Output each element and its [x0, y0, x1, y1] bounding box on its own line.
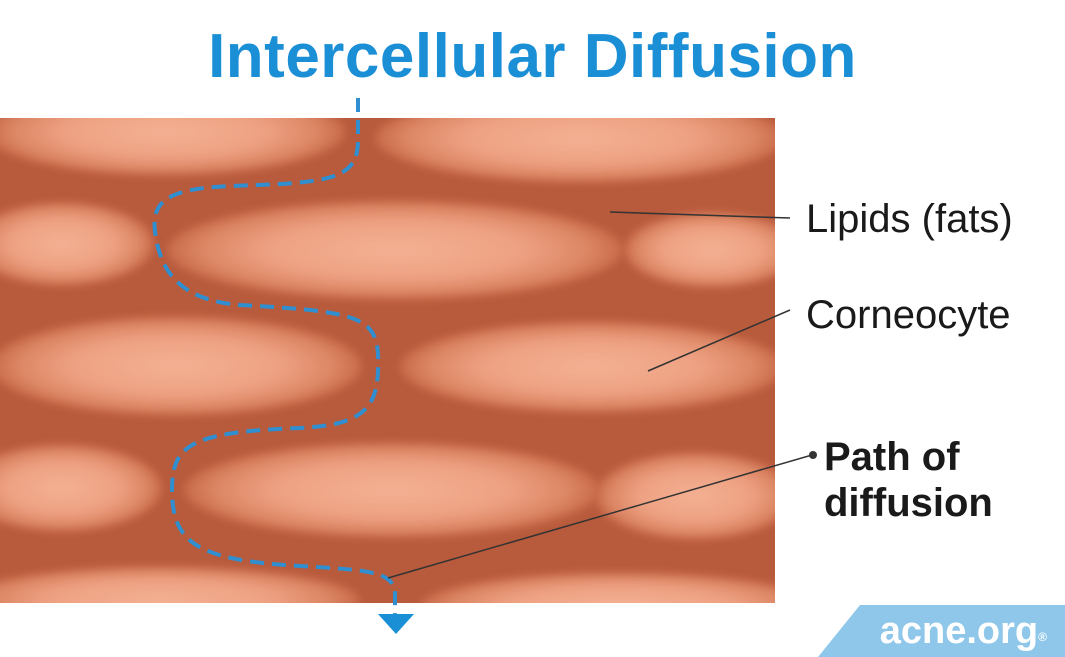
path-leader-dot — [809, 451, 817, 459]
corneocyte — [624, 212, 775, 288]
path-label-line1: Path of — [824, 435, 960, 479]
path-of-diffusion-label: Path of diffusion — [824, 434, 1054, 526]
lipids-leader — [609, 211, 791, 219]
lipids-note-text: (fats) — [921, 197, 1013, 241]
logo: acne.org® — [880, 607, 1047, 655]
corneocyte — [0, 202, 154, 286]
corneocyte — [0, 566, 360, 603]
logo-badge — [818, 605, 1065, 657]
corneocyte — [184, 442, 600, 538]
corneocyte — [0, 316, 362, 416]
page-title: Intercellular Diffusion — [208, 22, 857, 91]
corneocyte — [400, 321, 775, 413]
down-arrow-icon — [378, 614, 414, 634]
logo-text: acne.org — [879, 610, 1039, 652]
corneocyte — [0, 444, 162, 532]
corneocyte-group — [0, 118, 775, 603]
corneocyte — [0, 118, 345, 176]
path-leader — [387, 454, 813, 579]
path-label-line2: diffusion — [824, 481, 993, 525]
registered-mark: ® — [1038, 630, 1047, 644]
lipids-label: Lipids (fats) — [806, 196, 1013, 242]
corneocyte — [595, 452, 775, 540]
corneocyte — [167, 200, 623, 300]
lipids-label-text: Lipids — [806, 197, 911, 241]
corneocyte — [420, 572, 775, 603]
corneocyte — [375, 118, 775, 183]
corneocyte-leader — [647, 309, 791, 372]
diffusion-path — [152, 98, 397, 618]
corneocyte-label: Corneocyte — [806, 293, 1011, 337]
